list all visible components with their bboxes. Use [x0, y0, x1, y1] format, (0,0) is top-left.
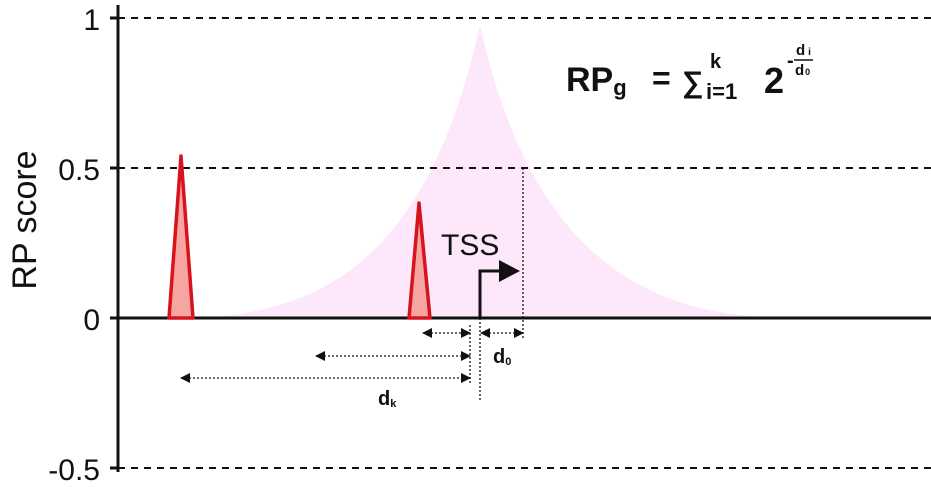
tss-arrow-head — [499, 260, 520, 282]
formula-base: 2 — [764, 60, 784, 101]
y-tick-label-0-5: 0.5 — [58, 154, 100, 187]
svg-text:RPg: RPg — [566, 61, 627, 100]
y-axis-title: RP score — [6, 150, 44, 289]
formula-sum-lower: i=1 — [706, 79, 737, 104]
formula-lhs-sub: g — [613, 75, 626, 100]
peak-left — [167, 154, 195, 320]
formula-sum-symbol: ∑ — [682, 66, 703, 99]
formula-exp-sign: - — [787, 50, 794, 72]
d0-label: d0 — [493, 346, 511, 368]
y-tick-label-1: 1 — [83, 4, 100, 37]
formula-exp-denominator: d0 — [795, 62, 810, 79]
formula-lhs: RP — [566, 61, 613, 99]
y-tick-label-0: 0 — [83, 304, 100, 337]
y-tick-label-minus-0-5: -0.5 — [48, 454, 100, 487]
dk-label: dk — [378, 388, 397, 410]
decay-curve-area — [180, 25, 790, 318]
tss-label: TSS — [441, 229, 499, 262]
formula-sum-upper: k — [710, 51, 722, 73]
tss-arrow-stem — [478, 269, 508, 318]
peak-middle — [407, 201, 432, 320]
formula-equals: = — [652, 60, 671, 96]
